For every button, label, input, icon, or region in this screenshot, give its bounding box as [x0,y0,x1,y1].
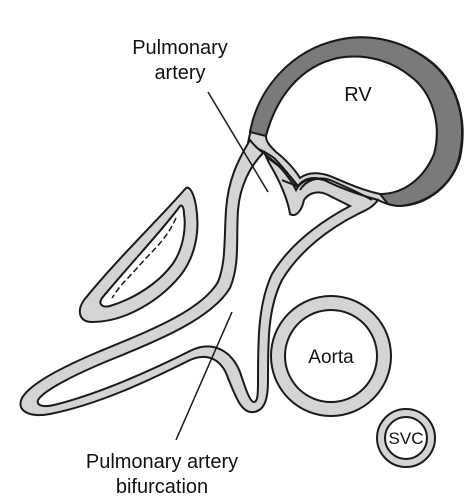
rv-label: RV [344,84,372,106]
aorta-label: Aorta [308,347,354,368]
pulmonary-artery-label-line1: Pulmonary [132,37,228,59]
pulmonary-artery-label-line2: artery [154,62,205,84]
branch-vessel-lumen [100,205,184,306]
bifurcation-label-line1: Pulmonary artery [86,451,238,473]
svc-label: SVC [389,429,424,448]
bifurcation-label-line2: bifurcation [116,476,208,498]
